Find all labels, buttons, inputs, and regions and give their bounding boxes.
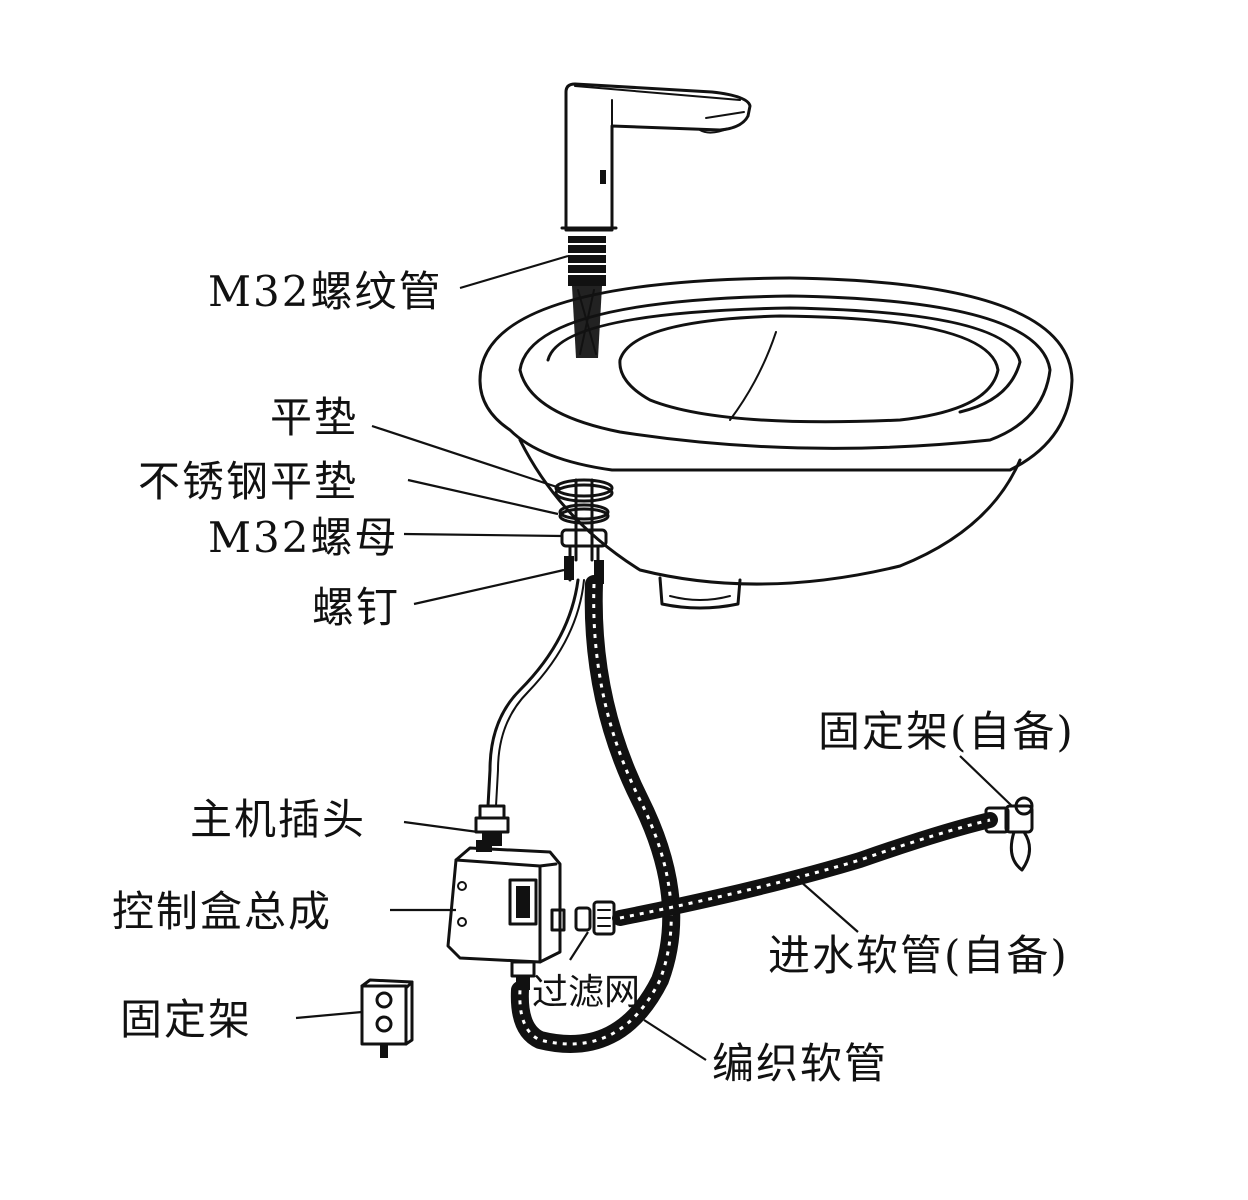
leader-lines <box>295 254 1013 1061</box>
m32-thread-pipe-part <box>568 236 606 358</box>
label-bracket-self-supplied: 固定架(自备) <box>818 707 1075 756</box>
angle-valve <box>1004 796 1034 872</box>
filter-fitting <box>574 900 616 936</box>
label-inlet-hose-self-supplied: 进水软管(自备) <box>768 931 1069 980</box>
label-stainless-flat-gasket: 不锈钢平垫 <box>138 457 358 506</box>
control-box-window-icon <box>516 886 530 918</box>
inlet-hose-part <box>612 806 1010 926</box>
label-filter-screen: 过滤网 <box>532 972 640 1013</box>
label-flat-gasket: 平垫 <box>270 393 358 442</box>
control-box <box>446 840 566 990</box>
sensor-window-icon <box>600 170 606 184</box>
label-m32-thread-pipe: M32螺纹管 <box>208 267 442 316</box>
washer-nut-stack <box>554 478 614 584</box>
label-control-box-assembly: 控制盒总成 <box>112 887 332 936</box>
label-bracket: 固定架 <box>120 995 252 1044</box>
label-host-plug: 主机插头 <box>190 795 366 844</box>
wash-basin <box>478 276 1074 610</box>
label-screw: 螺钉 <box>312 583 400 632</box>
bracket-part <box>360 978 414 1058</box>
sensor-cable <box>474 578 585 846</box>
braided-hose-part <box>510 575 681 1053</box>
label-m32-nut: M32螺母 <box>208 513 398 562</box>
sensor-faucet <box>560 82 752 232</box>
label-braided-hose: 编织软管 <box>712 1039 888 1088</box>
